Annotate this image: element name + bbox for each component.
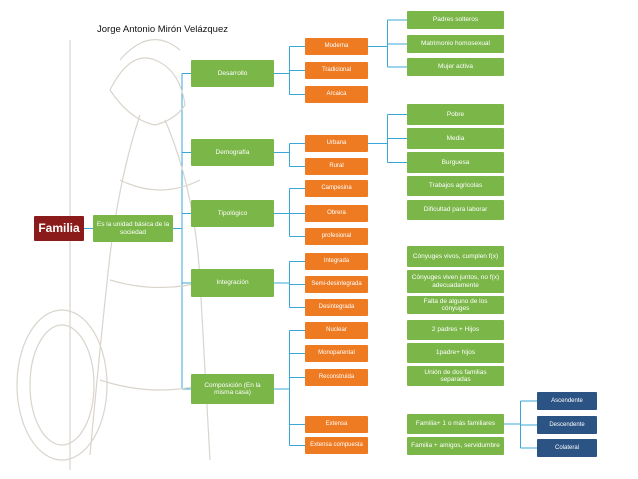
leaf-un-padre-hijos: 1padre+ hijos bbox=[407, 343, 504, 363]
sub-rural: Rural bbox=[305, 158, 368, 175]
author-name: Jorge Antonio Mirón Velázquez bbox=[97, 24, 228, 35]
sub-extensa: Extensa bbox=[305, 416, 368, 433]
leaf-falta-conyuge: Falta de alguno de los cónyuges bbox=[407, 296, 504, 314]
leaf-familia-familiares: Familia+ 1 o más familiares bbox=[407, 414, 504, 434]
sub-desintegrada: Desintegrada bbox=[305, 299, 368, 316]
leaf-conyuges-viven-juntos: Cónyuges viven juntos, no f(x) adecuadam… bbox=[407, 270, 504, 293]
sub-extensa-compuesta: Extensa compuesta bbox=[305, 437, 368, 454]
sub-profesional: profesional bbox=[305, 228, 368, 245]
leaf-padres-solteros: Padres solteros bbox=[407, 11, 504, 29]
category-demografia: Demografía bbox=[191, 139, 274, 166]
leaf-media: Media bbox=[407, 128, 504, 149]
leaf-descendente: Descendente bbox=[537, 416, 597, 434]
leaf-dos-padres-hijos: 2 padres + Hijos bbox=[407, 320, 504, 340]
sub-reconstruida: Reconstruida bbox=[305, 369, 368, 386]
sub-moderna: Moderna bbox=[305, 38, 368, 55]
sub-urbana: Urbana bbox=[305, 135, 368, 152]
leaf-ascendente: Ascendente bbox=[537, 392, 597, 410]
leaf-pobre: Pobre bbox=[407, 104, 504, 125]
leaf-trabajos-agricolas: Trabajos agrícolas bbox=[407, 176, 504, 196]
sub-monoparental: Monoparental bbox=[305, 345, 368, 362]
sub-tradicional: Tradicional bbox=[305, 62, 368, 79]
sub-campesina: Campesina bbox=[305, 180, 368, 197]
category-composicion: Composición (En la misma casa) bbox=[191, 374, 274, 404]
category-tipologico: Tipológico bbox=[191, 200, 274, 227]
leaf-conyuges-vivos: Cónyuges vivos, cumplen f(x) bbox=[407, 246, 504, 267]
root-node-familia: Familia bbox=[34, 216, 84, 241]
leaf-union-familias: Unión de dos familias separadas bbox=[407, 366, 504, 386]
category-desarrollo: Desarrollo bbox=[191, 60, 274, 87]
definition-node: Es la unidad básica de la sociedad bbox=[93, 215, 173, 242]
sub-arcaica: Arcaica bbox=[305, 86, 368, 103]
sub-semi-desintegrada: Semi-desintegrada bbox=[305, 276, 368, 293]
leaf-burguesa: Burguesa bbox=[407, 152, 504, 173]
leaf-familia-amigos: Familia + amigos, servidumbre bbox=[407, 437, 504, 455]
leaf-matrimonio-homosexual: Matrimonio homosexual bbox=[407, 35, 504, 53]
sub-nuclear: Nuclear bbox=[305, 322, 368, 339]
sub-integrada: Integrada bbox=[305, 253, 368, 270]
leaf-dificultad-laborar: Dificultad para laborar bbox=[407, 200, 504, 220]
sub-obrera: Obrera bbox=[305, 205, 368, 222]
leaf-mujer-activa: Mujer activa bbox=[407, 58, 504, 76]
leaf-colateral: Colateral bbox=[537, 439, 597, 457]
category-integracion: Integración bbox=[191, 269, 274, 297]
